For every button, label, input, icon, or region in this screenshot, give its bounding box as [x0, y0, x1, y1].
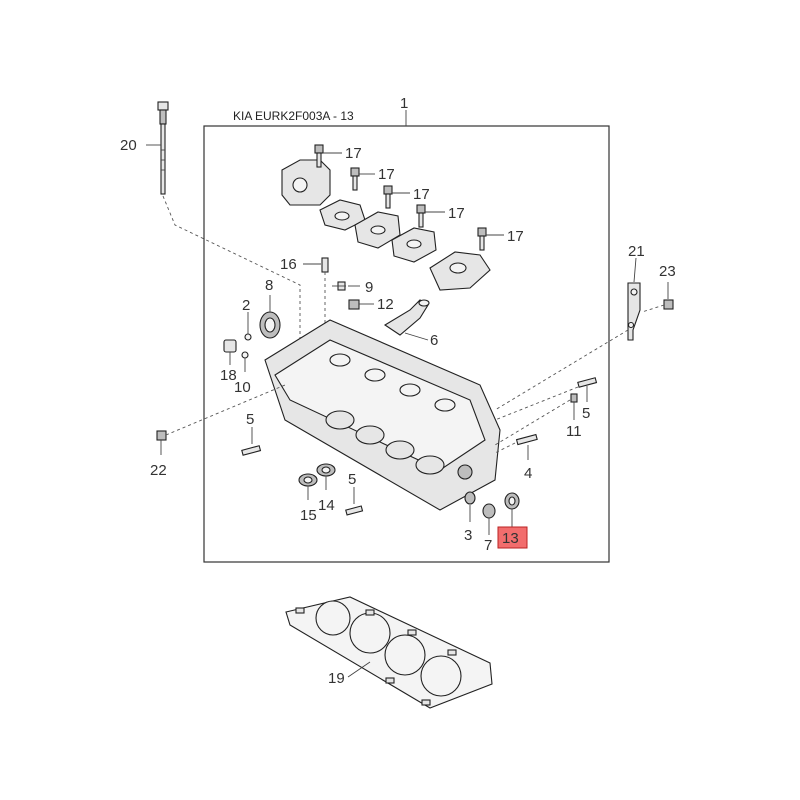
dash-23 [641, 304, 665, 313]
bolt-23[interactable] [663, 299, 674, 310]
dash-22 [165, 384, 286, 436]
callout-3[interactable]: 3 [464, 527, 472, 544]
head-bolt-20[interactable] [157, 101, 169, 195]
callout-15[interactable]: 15 [300, 507, 317, 524]
stud-4[interactable] [515, 433, 538, 446]
callout-12[interactable]: 12 [377, 296, 394, 313]
callout-17e[interactable]: 17 [507, 228, 524, 245]
cap-bolt-17c[interactable] [383, 185, 393, 209]
bearing-cap-5[interactable] [429, 251, 491, 291]
callout-17d[interactable]: 17 [448, 205, 465, 222]
stud-5b[interactable] [345, 505, 364, 516]
cap-bolt-17a[interactable] [314, 144, 324, 168]
callout-5c[interactable]: 5 [582, 405, 590, 422]
cap-bolt-17b[interactable] [350, 167, 360, 191]
callout-17a[interactable]: 17 [345, 145, 362, 162]
plug-7[interactable] [482, 503, 496, 519]
leader-19 [347, 661, 371, 678]
diagram-title: KIA EURK2F003A - 13 [233, 109, 354, 123]
callout-22[interactable]: 22 [150, 462, 167, 479]
callout-19[interactable]: 19 [328, 670, 345, 687]
cylinder-head[interactable] [264, 319, 501, 511]
callout-18[interactable]: 18 [220, 367, 237, 384]
plug-12[interactable] [348, 299, 360, 310]
callout-16[interactable]: 16 [280, 256, 297, 273]
head-gasket-19[interactable] [285, 596, 493, 709]
callout-13[interactable]: 13 [502, 530, 519, 547]
pin-2[interactable] [244, 333, 252, 341]
plug-13[interactable] [504, 492, 520, 510]
callout-5b[interactable]: 5 [348, 471, 356, 488]
callout-7[interactable]: 7 [484, 537, 492, 554]
callout-23[interactable]: 23 [659, 263, 676, 280]
stud-5c[interactable] [577, 377, 598, 388]
dowel-pin-16[interactable] [321, 257, 329, 273]
callout-1[interactable]: 1 [400, 95, 408, 112]
oil-seal-8[interactable] [259, 311, 281, 339]
seal-14[interactable] [316, 463, 336, 477]
bearing-cap-3[interactable] [354, 211, 401, 249]
pin-11[interactable] [570, 393, 578, 403]
seal-15[interactable] [298, 473, 318, 487]
leader-6 [404, 332, 429, 341]
callout-5a[interactable]: 5 [246, 411, 254, 428]
callout-11[interactable]: 11 [566, 423, 582, 440]
dash-4 [494, 442, 516, 454]
dash-5c [494, 386, 579, 421]
plug-18[interactable] [223, 339, 237, 353]
pin-10[interactable] [241, 351, 249, 359]
plug-3[interactable] [464, 491, 476, 505]
callout-6[interactable]: 6 [430, 332, 438, 349]
callout-9[interactable]: 9 [365, 279, 373, 296]
water-outlet-6[interactable] [383, 299, 430, 336]
callout-10[interactable]: 10 [234, 379, 251, 396]
callout-14[interactable]: 14 [318, 497, 335, 514]
bearing-cap-4[interactable] [391, 227, 437, 263]
highlight-13[interactable] [497, 526, 528, 549]
bolt-22[interactable] [156, 430, 167, 441]
cap-bolt-17d[interactable] [416, 204, 426, 228]
callout-2[interactable]: 2 [242, 297, 250, 314]
stud-5a[interactable] [241, 445, 262, 456]
callout-20[interactable]: 20 [120, 137, 137, 154]
dash-11 [494, 399, 571, 446]
callout-8[interactable]: 8 [265, 277, 273, 294]
cap-bolt-17e[interactable] [477, 227, 487, 251]
callout-4[interactable]: 4 [524, 465, 532, 482]
leader-21 [633, 257, 637, 283]
dash-21 [494, 329, 629, 411]
bracket-21[interactable] [627, 282, 641, 341]
callout-21[interactable]: 21 [628, 243, 645, 260]
assembly-frame [203, 125, 610, 563]
bearing-cap-2[interactable] [319, 199, 366, 231]
callout-17b[interactable]: 17 [378, 166, 395, 183]
callout-17c[interactable]: 17 [413, 186, 430, 203]
bearing-cap-1[interactable] [281, 159, 331, 206]
